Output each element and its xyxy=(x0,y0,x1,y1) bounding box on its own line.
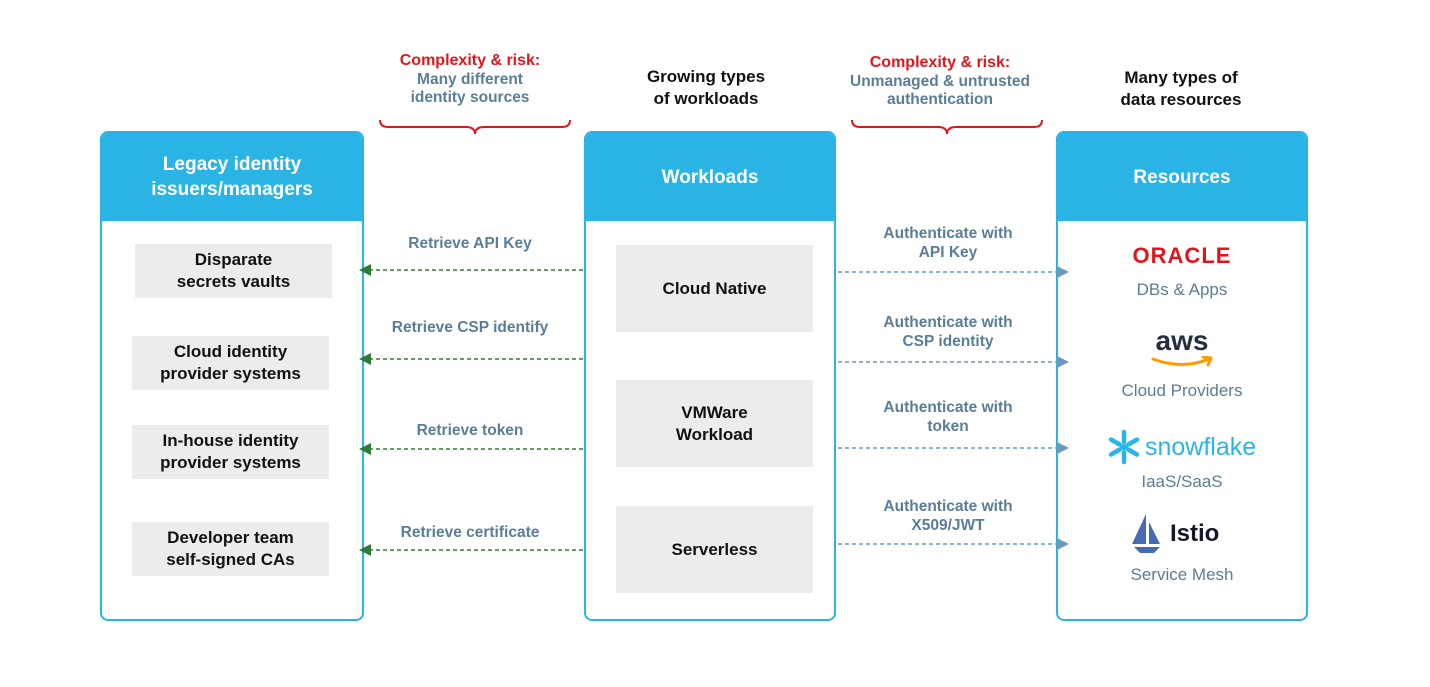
label-auth-api-key-line1: Authenticate with xyxy=(883,225,1013,242)
right-risk-line2: authentication xyxy=(887,91,993,108)
istio-wordmark: Istio xyxy=(1170,520,1220,547)
right-risk-title: Complexity & risk: xyxy=(869,54,1011,71)
label-auth-x509: Authenticate with X509/JWT xyxy=(843,497,1053,535)
workloads-header-line2: of workloads xyxy=(653,89,759,108)
left-risk-title: Complexity & risk: xyxy=(399,52,541,69)
label-retrieve-token: Retrieve token xyxy=(416,422,524,439)
workloads-header: Growing types of workloads xyxy=(596,66,816,110)
label-auth-api-key-line2: API Key xyxy=(918,244,978,261)
label-retrieve-certificate: Retrieve certificate xyxy=(400,524,540,541)
vmware-line2: Workload xyxy=(675,424,754,444)
serverless-label: Serverless xyxy=(671,539,758,559)
label-auth-token-line1: Authenticate with xyxy=(883,399,1013,416)
workloads-panel-title: Workloads xyxy=(586,133,834,221)
legacy-identity-panel-title: Legacy identity issuers/managers xyxy=(102,133,362,221)
resources-header-line1: Many types of xyxy=(1124,68,1238,87)
label-auth-csp: Authenticate with CSP identity xyxy=(843,313,1053,351)
resources-panel-title: Resources xyxy=(1058,133,1306,221)
resources-header: Many types of data resources xyxy=(1071,67,1291,111)
workloads-header-line1: Growing types xyxy=(646,67,766,86)
istio-caption: Service Mesh xyxy=(1130,565,1234,584)
oracle-caption: DBs & Apps xyxy=(1136,280,1228,299)
label-auth-csp-line1: Authenticate with xyxy=(883,314,1013,331)
snowflake-icon xyxy=(1108,429,1140,465)
snowflake-logo: snowflake xyxy=(1106,428,1276,466)
istio-sail-icon xyxy=(1132,514,1160,553)
inhouse-identity-line2: provider systems xyxy=(160,453,301,472)
serverless-box: Serverless xyxy=(616,506,813,593)
label-retrieve-csp: Retrieve CSP identify xyxy=(391,319,549,336)
developer-ca-box: Developer team self-signed CAs xyxy=(132,522,329,576)
aws-caption: Cloud Providers xyxy=(1121,381,1243,400)
resources-header-line2: data resources xyxy=(1120,90,1242,109)
left-risk-header: Complexity & risk: Many different identi… xyxy=(360,52,580,107)
cloud-native-box: Cloud Native xyxy=(616,245,813,332)
label-auth-x509-line2: X509/JWT xyxy=(911,517,985,534)
aws-wordmark: aws xyxy=(1155,325,1209,356)
inhouse-identity-line1: In-house identity xyxy=(162,431,299,450)
inhouse-identity-box: In-house identity provider systems xyxy=(132,425,329,479)
aws-smile-icon xyxy=(1151,356,1213,367)
left-risk-line2: identity sources xyxy=(410,89,530,106)
right-risk-bracket xyxy=(851,119,1043,135)
cloud-identity-box: Cloud identity provider systems xyxy=(132,336,329,390)
snowflake-wordmark: snowflake xyxy=(1145,432,1257,461)
aws-logo: aws xyxy=(1132,326,1232,374)
label-retrieve-api-key: Retrieve API Key xyxy=(408,235,532,252)
snowflake-caption: IaaS/SaaS xyxy=(1141,472,1223,491)
cloud-native-label: Cloud Native xyxy=(662,278,767,298)
right-risk-line1: Unmanaged & untrusted xyxy=(850,73,1030,90)
label-auth-csp-line2: CSP identity xyxy=(902,333,994,350)
label-auth-token-line2: token xyxy=(927,418,969,435)
label-auth-api-key: Authenticate with API Key xyxy=(843,224,1053,262)
left-risk-line1: Many different xyxy=(417,71,523,88)
legacy-title-line1: Legacy identity xyxy=(162,154,302,175)
secrets-vaults-box: Disparate secrets vaults xyxy=(135,244,332,298)
developer-ca-line1: Developer team xyxy=(167,528,294,547)
label-auth-token: Authenticate with token xyxy=(843,398,1053,436)
istio-logo: Istio xyxy=(1130,512,1250,556)
vmware-line1: VMWare xyxy=(681,402,748,422)
label-auth-x509-line1: Authenticate with xyxy=(883,498,1013,515)
oracle-logo: ORACLE xyxy=(1132,243,1232,268)
cloud-identity-line1: Cloud identity xyxy=(173,342,288,361)
secrets-vaults-line1: Disparate xyxy=(194,250,273,269)
left-risk-bracket xyxy=(379,119,571,135)
legacy-title-line2: issuers/managers xyxy=(151,179,313,200)
secrets-vaults-line2: secrets vaults xyxy=(176,272,291,291)
right-risk-header: Complexity & risk: Unmanaged & untrusted… xyxy=(820,54,1060,109)
resources-panel: Resources xyxy=(1056,131,1308,621)
cloud-identity-line2: provider systems xyxy=(160,364,301,383)
developer-ca-line2: self-signed CAs xyxy=(166,550,295,569)
